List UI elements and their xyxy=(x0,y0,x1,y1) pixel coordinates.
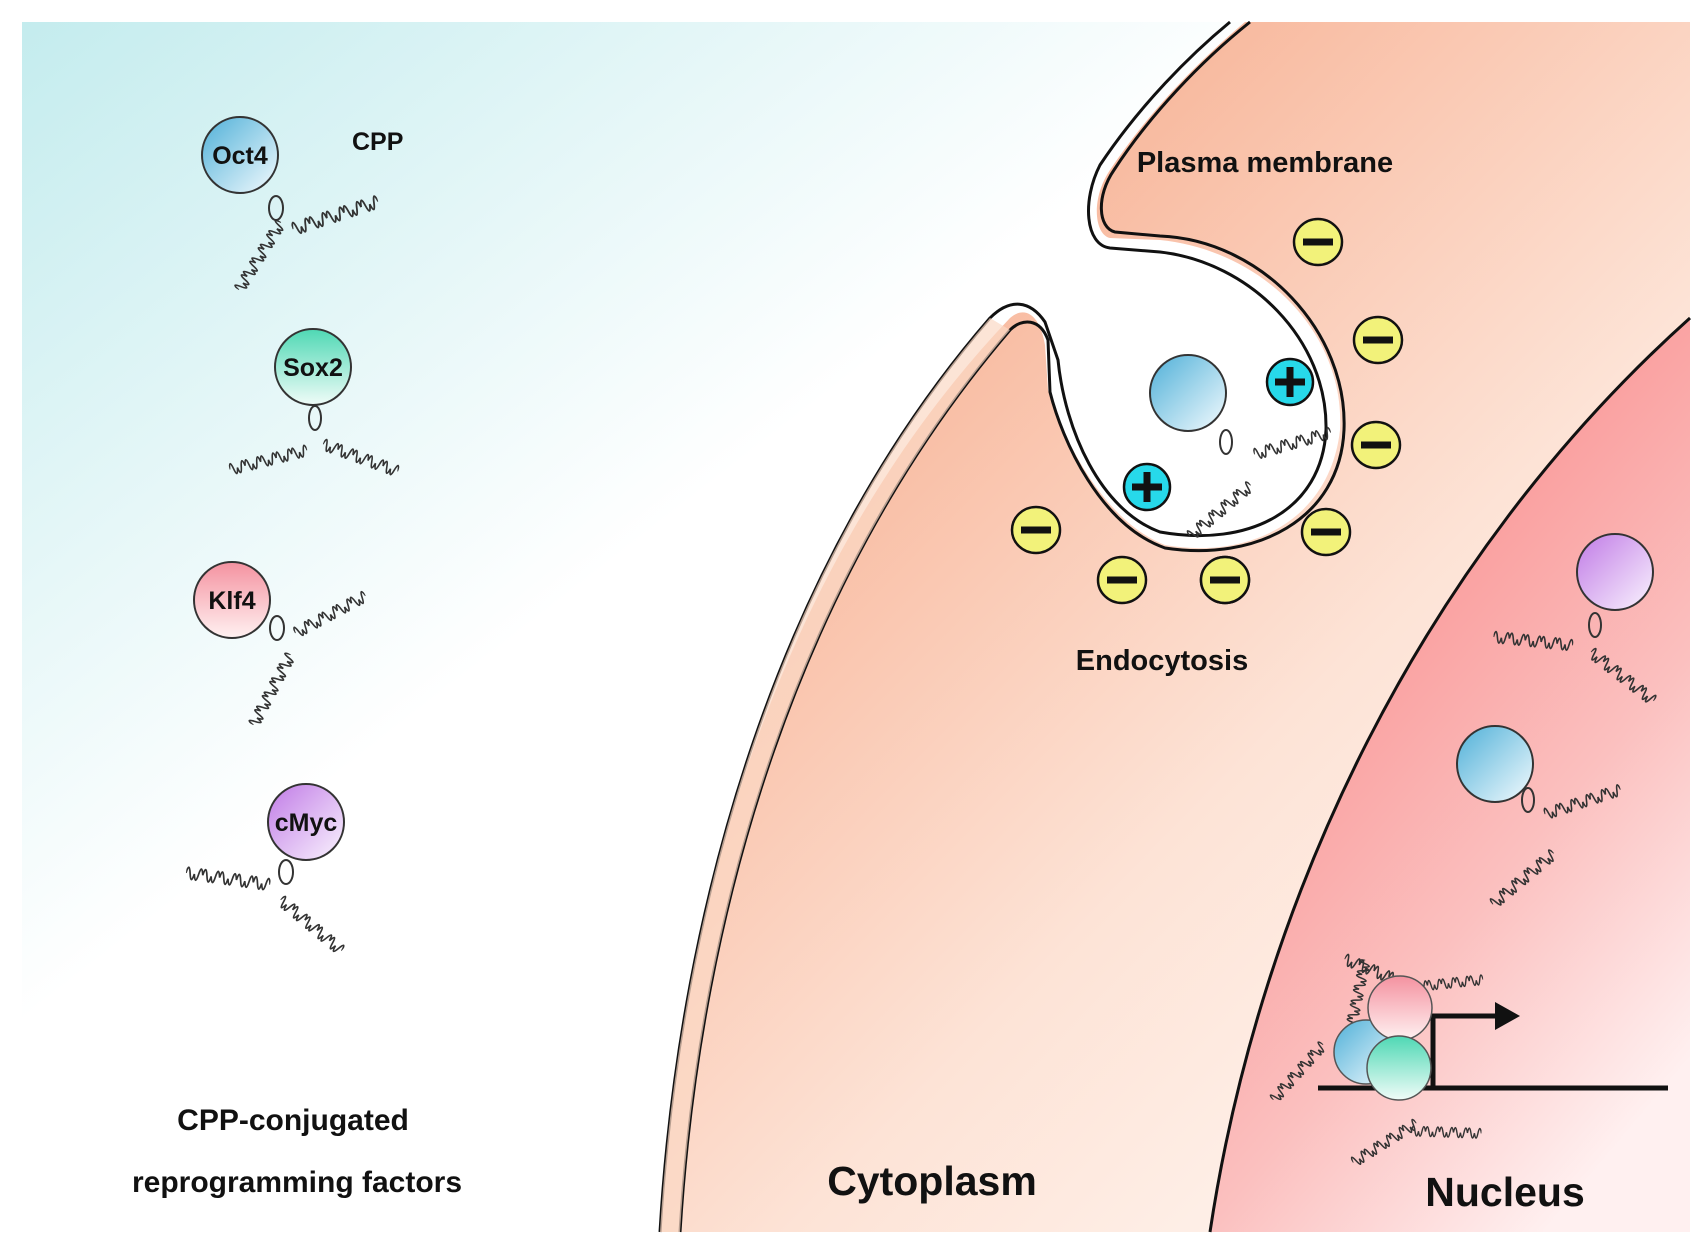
sox2-label: Sox2 xyxy=(283,354,343,382)
negative-charge-icon xyxy=(1096,555,1148,605)
endocytosis-label: Endocytosis xyxy=(1076,645,1248,677)
internalized-factor xyxy=(1149,354,1334,542)
nuclear-factor-cmyc xyxy=(1491,533,1659,707)
klf4-label: Klf4 xyxy=(208,587,255,615)
factor-klf4: Klf4 xyxy=(193,561,370,729)
cpp-label: CPP xyxy=(352,128,403,156)
nucleus-label: Nucleus xyxy=(1425,1169,1585,1215)
oct4-label: Oct4 xyxy=(212,142,268,170)
nuclear-envelope xyxy=(1208,316,1692,1233)
cytoplasm-label: Cytoplasm xyxy=(827,1158,1037,1204)
caption-line-2: reprogramming factors xyxy=(132,1166,462,1199)
negative-charge-icon xyxy=(1350,420,1402,470)
complex-klf4-circle xyxy=(1367,975,1433,1041)
negative-charges xyxy=(1010,217,1404,605)
negative-charge-icon xyxy=(1352,315,1404,365)
positive-charges xyxy=(1122,357,1315,512)
nuclear-oct4-circle xyxy=(1456,725,1534,803)
factor-oct4: Oct4 xyxy=(201,116,382,294)
internalized-factor-circle xyxy=(1149,354,1227,432)
nuclear-cmyc-circle xyxy=(1576,533,1654,611)
factor-sox2: Sox2 xyxy=(227,328,401,478)
arrow-head-icon xyxy=(1495,1002,1520,1030)
negative-charge-icon xyxy=(1199,555,1251,605)
factor-cmyc: cMyc xyxy=(184,783,347,957)
caption-line-1: CPP-conjugated xyxy=(177,1104,409,1137)
oct4-circle xyxy=(201,116,279,194)
plasma-membrane-label: Plasma membrane xyxy=(1137,147,1393,179)
transcription-complex xyxy=(1268,952,1485,1169)
positive-charge-icon xyxy=(1122,462,1172,512)
negative-charge-icon xyxy=(1010,505,1062,555)
negative-charge-icon xyxy=(1300,507,1352,557)
positive-charge-icon xyxy=(1265,357,1315,407)
complex-sox2-circle xyxy=(1366,1035,1432,1101)
transcription-start-arrow xyxy=(1430,1013,1500,1088)
nucleus-area xyxy=(1210,318,1690,1232)
sox2-circle xyxy=(274,328,352,406)
klf4-circle xyxy=(193,561,271,639)
cmyc-label: cMyc xyxy=(275,809,338,837)
negative-charge-icon xyxy=(1292,217,1344,267)
nuclear-factor-oct4 xyxy=(1456,725,1624,910)
cmyc-circle xyxy=(267,783,345,861)
